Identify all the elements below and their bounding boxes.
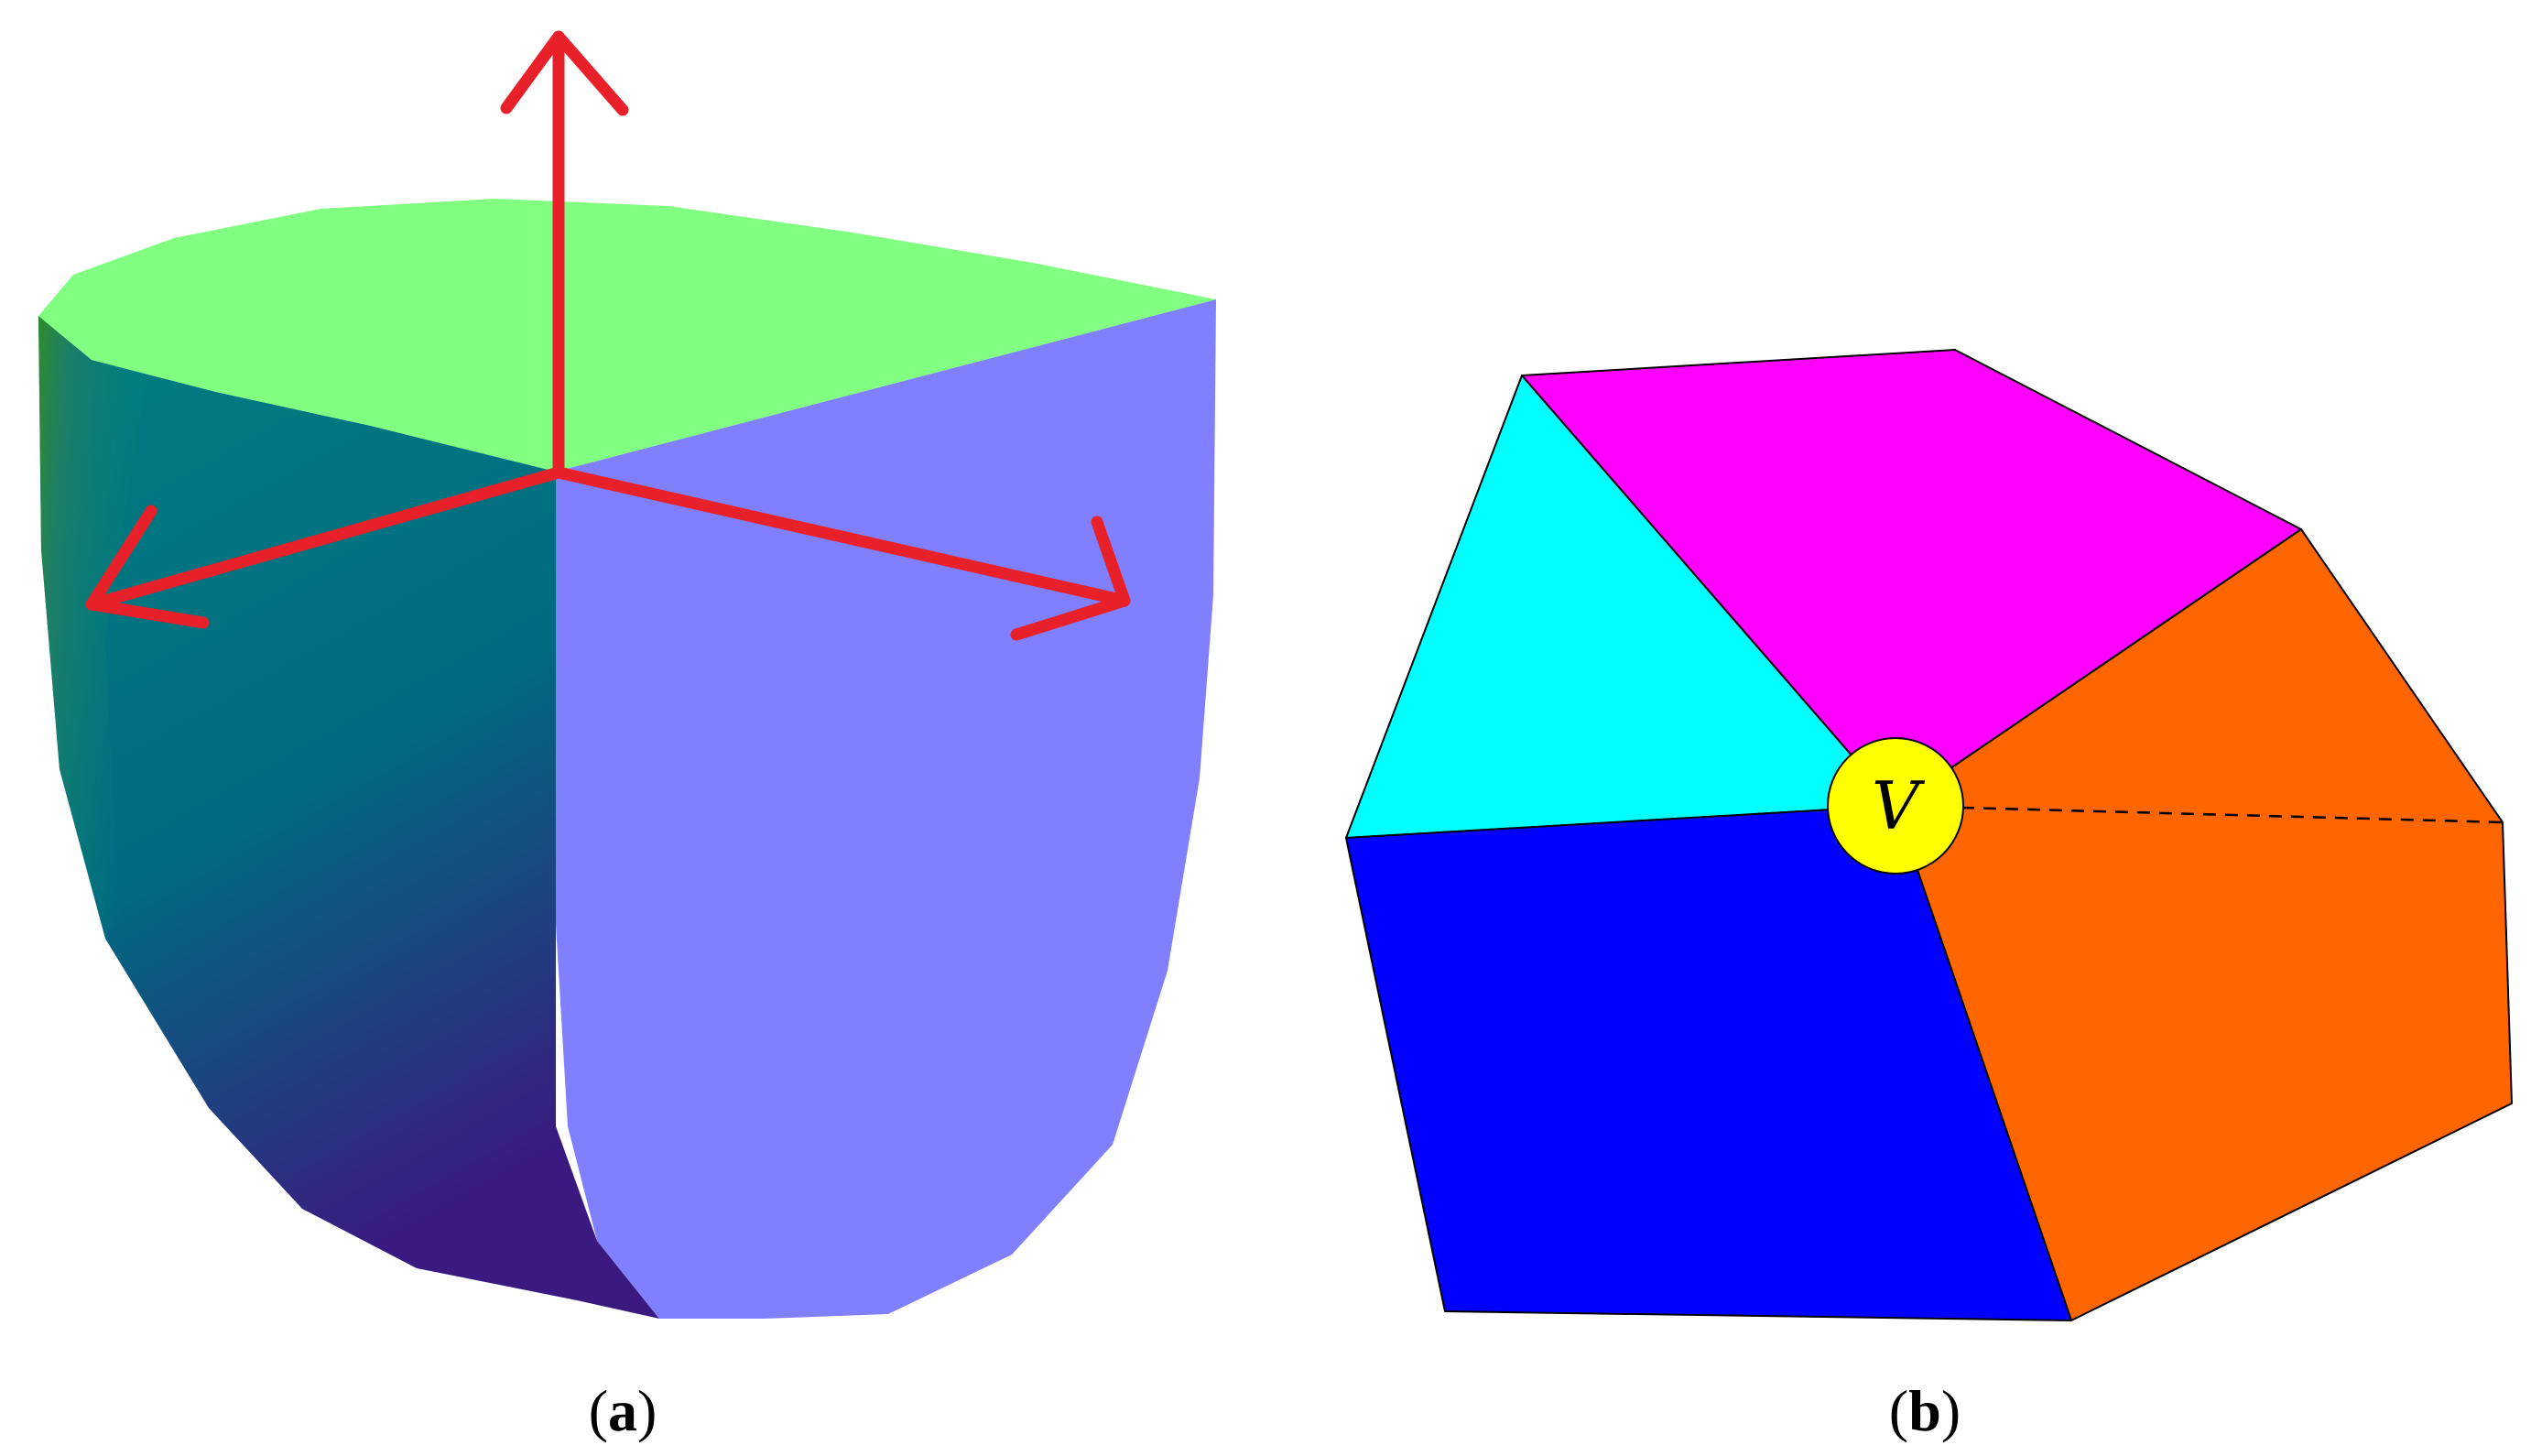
left-arrowhead: [85, 505, 210, 629]
left-face-green-edge: [38, 316, 147, 939]
right-arrowhead: [1010, 516, 1131, 641]
panel-b-illustration: [1345, 349, 2513, 1321]
top-face: [38, 199, 1216, 472]
right-axis: [552, 466, 1131, 607]
left-axis: [85, 466, 565, 611]
vertex-label: V: [1872, 767, 1926, 844]
panel-a-caption: (a): [589, 1378, 657, 1443]
axes: [85, 30, 1131, 641]
hidden-edge-dashed: [1895, 804, 2504, 824]
vertical-arrowhead: [500, 30, 629, 116]
right-face: [556, 299, 1216, 1319]
blue-face: [1345, 805, 2072, 1321]
vertex-circle: [1827, 737, 1964, 875]
panel-b-caption: (b): [1889, 1378, 1961, 1443]
left-face: [38, 316, 659, 1319]
panel-a-illustration: [38, 30, 1216, 1319]
vertex-marker: V: [1827, 737, 1964, 875]
